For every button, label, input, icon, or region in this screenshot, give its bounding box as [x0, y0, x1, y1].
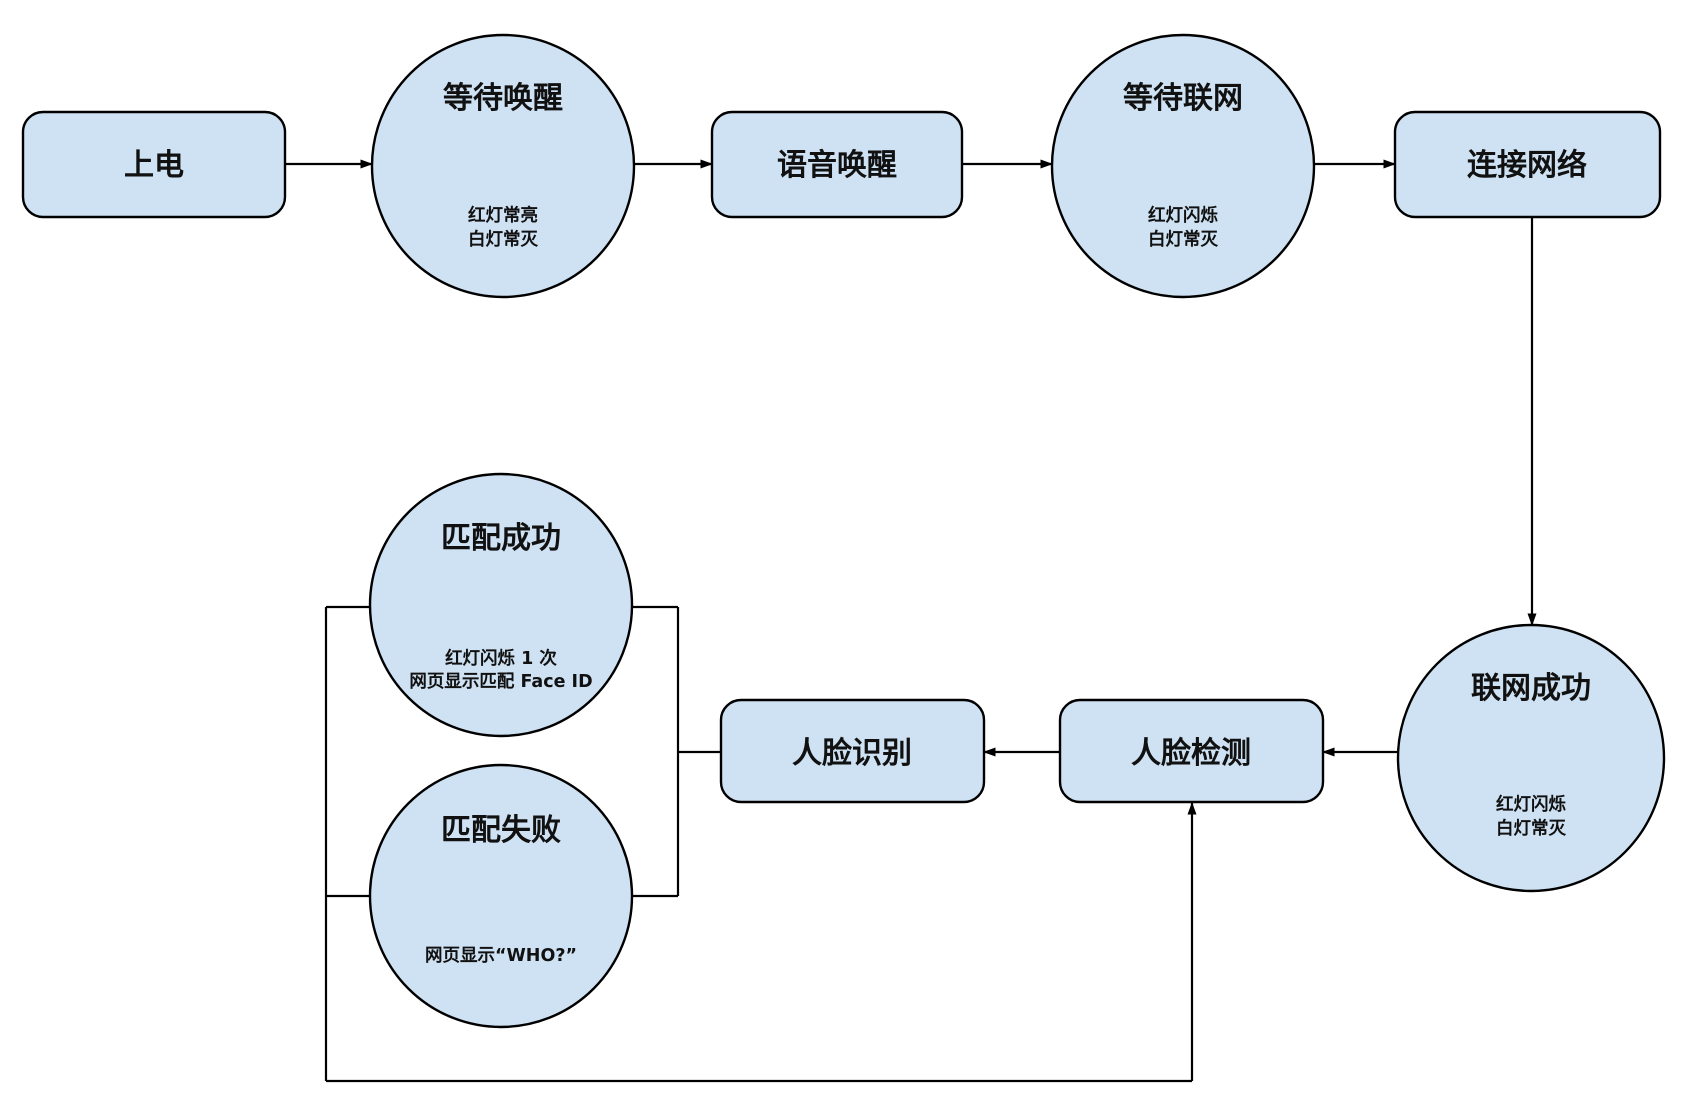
wait-wake-circle — [370, 33, 636, 299]
connect-network-label: 连接网络 — [1467, 148, 1587, 183]
match-success-label: 匹配成功 — [441, 521, 561, 556]
match-fail-note-line1: 网页显示“WHO?” — [425, 946, 577, 966]
voice-wake-label: 语音唤醒 — [777, 148, 897, 183]
match-fail-circle — [368, 763, 634, 1029]
face-recognize-box — [719, 698, 986, 804]
node-face-recognize: 人脸识别 — [719, 698, 986, 804]
voice-wake-box — [710, 110, 964, 219]
power-on-box — [21, 110, 287, 219]
network-success-note-line2: 白灯常灭 — [1496, 818, 1566, 839]
wait-network-note-line2: 白灯常灭 — [1148, 229, 1218, 250]
node-voice-wake: 语音唤醒 — [710, 110, 964, 219]
node-power-on: 上电 — [21, 110, 287, 219]
match-fail-label: 匹配失败 — [441, 813, 561, 848]
connect-network-box — [1393, 110, 1662, 219]
power-on-label: 上电 — [124, 148, 184, 183]
node-wait-network: 等待联网 红灯闪烁 白灯常灭 — [1050, 33, 1316, 299]
wait-wake-note-line1: 红灯常亮 — [468, 205, 538, 226]
match-success-circle — [368, 472, 634, 738]
face-detect-box — [1058, 698, 1325, 804]
flow-arrows — [285, 159, 1537, 1081]
network-success-note-line1: 红灯闪烁 — [1496, 794, 1566, 815]
face-recognize-label: 人脸识别 — [792, 736, 912, 771]
node-connect-network: 连接网络 — [1393, 110, 1662, 219]
wait-network-note-line1: 红灯闪烁 — [1148, 205, 1218, 226]
node-wait-wake: 等待唤醒 红灯常亮 白灯常灭 — [370, 33, 636, 299]
node-network-success: 联网成功 红灯闪烁 白灯常灭 — [1396, 623, 1666, 893]
network-success-circle — [1396, 623, 1666, 893]
node-face-detect: 人脸检测 — [1058, 698, 1325, 804]
wait-network-label: 等待联网 — [1123, 81, 1243, 116]
network-success-label: 联网成功 — [1471, 671, 1591, 706]
match-success-note-line1: 红灯闪烁 1 次 — [445, 648, 557, 669]
wait-network-circle — [1050, 33, 1316, 299]
wait-wake-note-line2: 白灯常灭 — [468, 229, 538, 250]
face-detect-label: 人脸检测 — [1131, 736, 1251, 771]
node-match-success: 匹配成功 红灯闪烁 1 次 网页显示匹配 Face ID — [368, 472, 634, 738]
match-success-note-line2: 网页显示匹配 Face ID — [409, 672, 592, 692]
wait-wake-label: 等待唤醒 — [443, 81, 563, 116]
node-match-fail: 匹配失败 网页显示“WHO?” — [368, 763, 634, 1029]
connector-rails — [324, 605, 1192, 1083]
